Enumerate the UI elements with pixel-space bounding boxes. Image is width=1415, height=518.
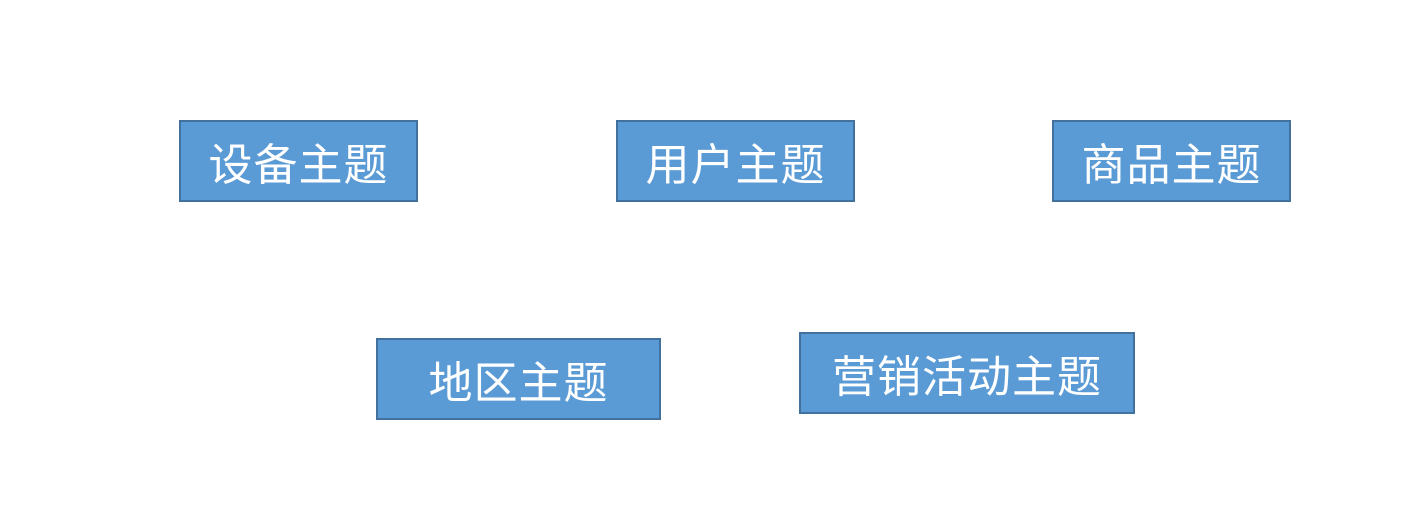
- product-topic-box: 商品主题: [1052, 120, 1291, 202]
- marketing-topic-box: 营销活动主题: [799, 332, 1135, 414]
- user-topic-label: 用户主题: [645, 140, 826, 191]
- region-topic-label: 地区主题: [428, 358, 609, 409]
- product-topic-label: 商品主题: [1081, 140, 1262, 191]
- region-topic-box: 地区主题: [376, 338, 661, 420]
- marketing-topic-label: 营销活动主题: [832, 352, 1102, 403]
- device-topic-box: 设备主题: [179, 120, 418, 202]
- device-topic-label: 设备主题: [208, 140, 389, 191]
- user-topic-box: 用户主题: [616, 120, 855, 202]
